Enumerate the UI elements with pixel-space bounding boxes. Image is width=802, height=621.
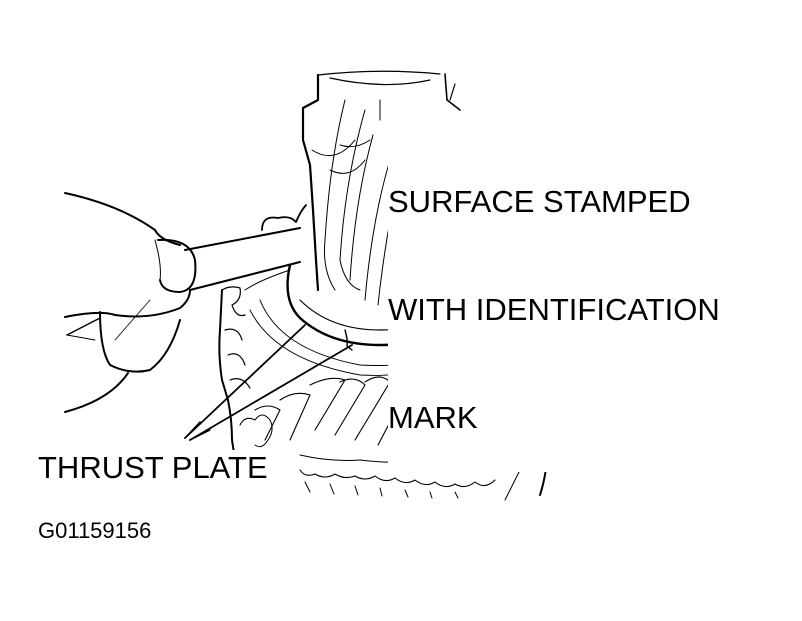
surface-stamped-callout: SURFACE STAMPED WITH IDENTIFICATION MARK [388, 112, 724, 472]
surface-callout-line-1: SURFACE STAMPED [388, 184, 691, 219]
tool-handle [64, 192, 307, 413]
surface-callout-line-3: MARK [388, 400, 478, 435]
surface-callout-line-2: WITH IDENTIFICATION [388, 292, 720, 327]
figure-id: G01159156 [38, 518, 152, 543]
thrust-plate-callout: THRUST PLATE [38, 450, 274, 486]
